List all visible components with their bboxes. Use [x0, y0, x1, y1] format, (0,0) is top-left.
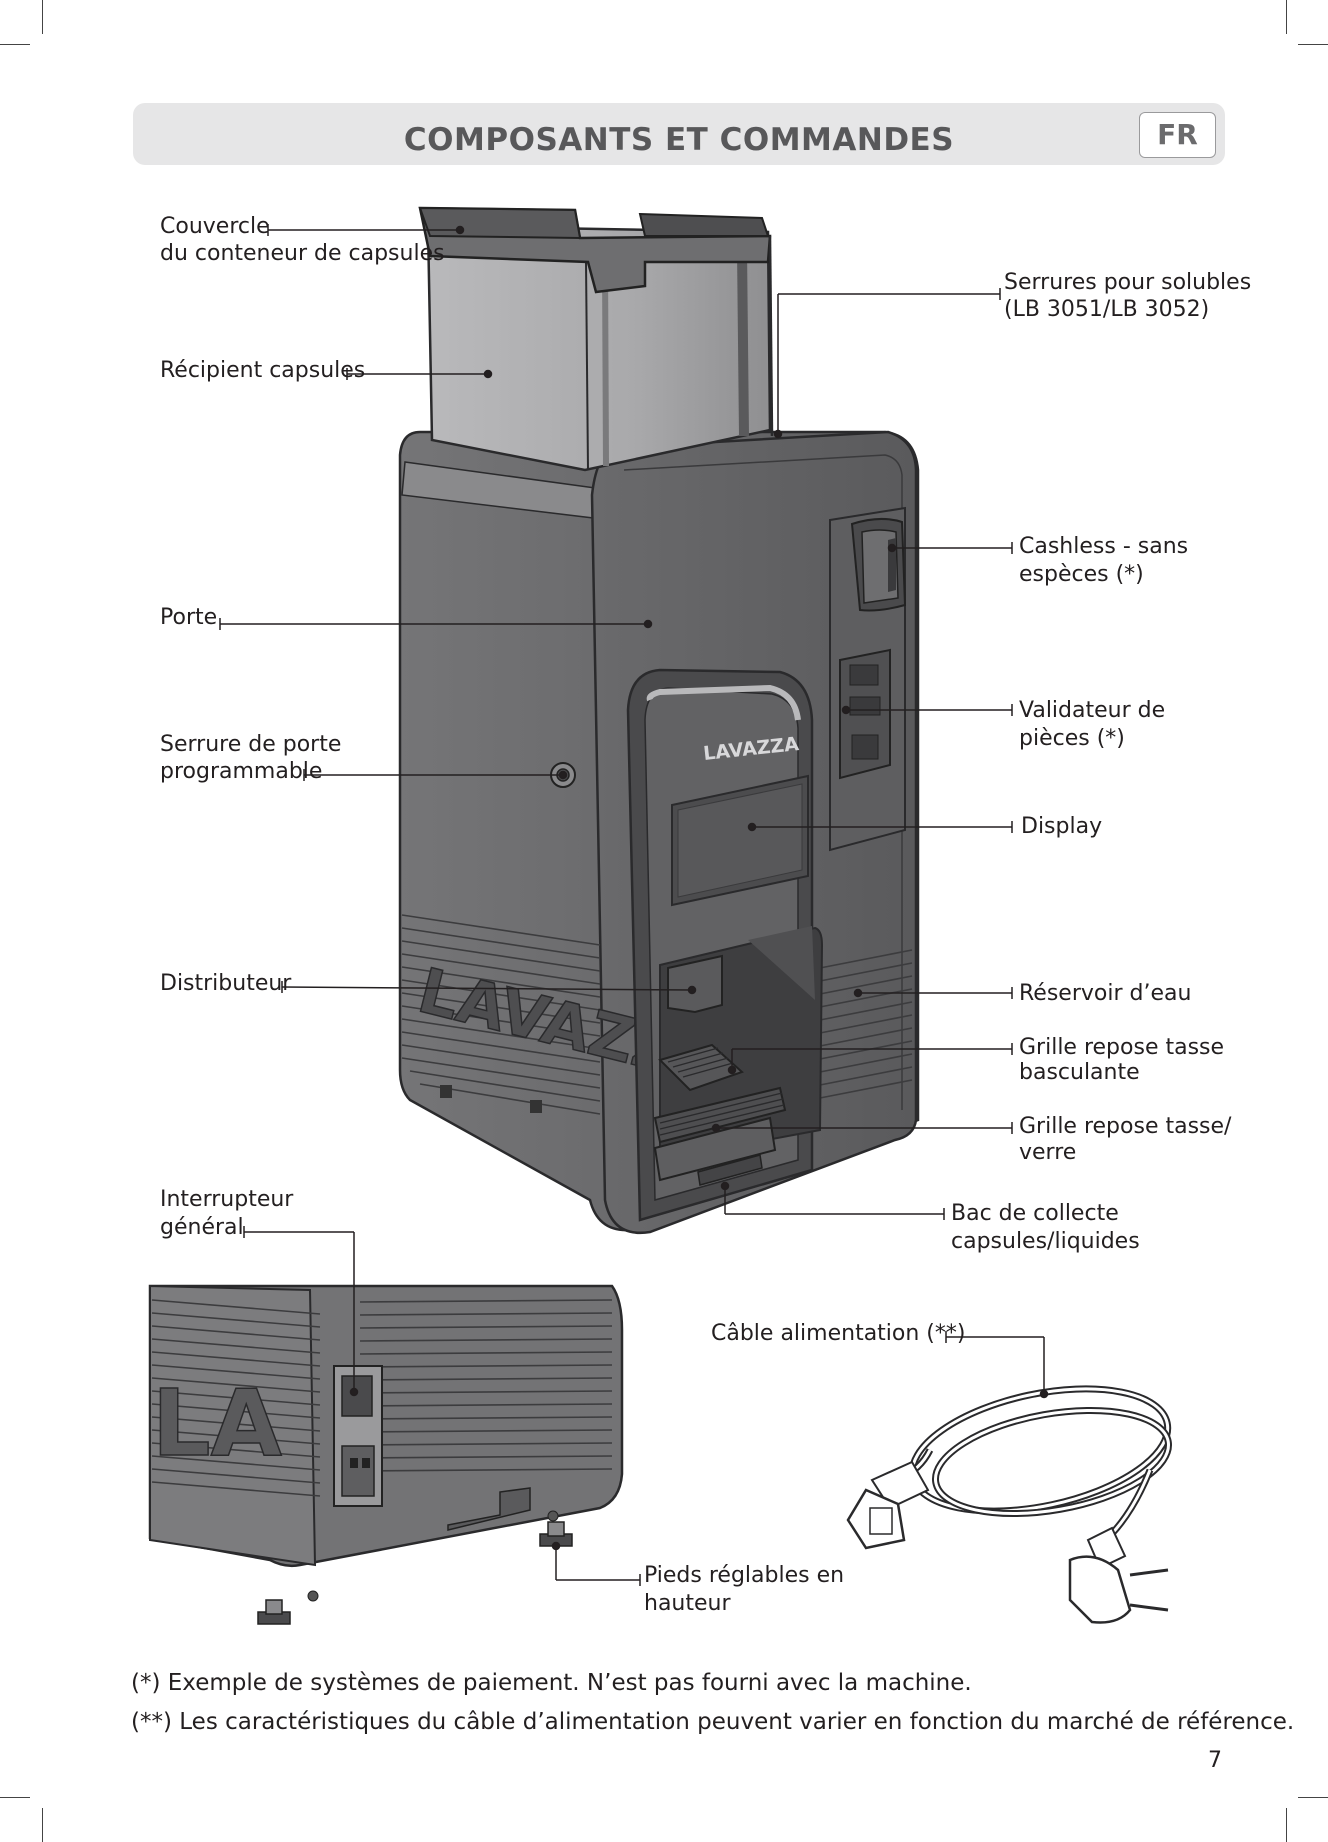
page-title: COMPOSANTS ET COMMANDES [403, 122, 955, 158]
label-distributeur: Distributeur [160, 971, 292, 996]
label-bac-line1: Bac de collecte [951, 1201, 1119, 1226]
crop-mark-bl-h [0, 1797, 30, 1798]
label-interrupteur-line1: Interrupteur [160, 1187, 294, 1212]
label-bac-line2: capsules/liquides [951, 1229, 1140, 1254]
crop-mark-tl-v [42, 0, 43, 34]
language-badge: FR [1139, 112, 1216, 158]
label-validateur-line2: pièces (*) [1019, 726, 1125, 751]
label-grille-verre-line2: verre [1019, 1140, 1077, 1165]
crop-mark-tl-h [0, 44, 30, 45]
label-serrures-line2: (LB 3051/LB 3052) [1004, 297, 1210, 322]
crop-mark-br-h [1298, 1797, 1328, 1798]
label-interrupteur-line2: général [160, 1215, 244, 1240]
label-reservoir: Réservoir d’eau [1019, 981, 1192, 1006]
label-serrure-porte-line1: Serrure de porte [160, 732, 342, 757]
coffee-machine: LAVAZZA LAVAZZA [398, 206, 920, 1235]
label-serrures-line1: Serrures pour solubles [1004, 270, 1252, 295]
label-display: Display [1021, 814, 1103, 839]
crop-mark-br-v [1286, 1808, 1287, 1842]
label-grille-basculante-line2: basculante [1019, 1060, 1140, 1085]
page-number: 7 [1208, 1748, 1222, 1773]
label-cashless-line1: Cashless - sans [1019, 534, 1189, 559]
label-pieds-line2: hauteur [644, 1591, 731, 1616]
label-grille-verre-line1: Grille repose tasse/ [1019, 1114, 1232, 1139]
label-recipient: Récipient capsules [160, 358, 366, 383]
label-cable: Câble alimentation (**) [711, 1321, 966, 1346]
leader-lines [219, 224, 1049, 1586]
power-cable-illustration [846, 1385, 1173, 1624]
label-serrure-porte-line2: programmable [160, 759, 323, 784]
label-grille-basculante-line1: Grille repose tasse [1019, 1035, 1225, 1060]
crop-mark-tr-h [1298, 44, 1328, 45]
rear-logo-fragment: LA [152, 1370, 282, 1477]
rear-detail-illustration: LA [148, 1284, 624, 1625]
label-couvercle-line2: du conteneur de capsules [160, 241, 445, 266]
label-cashless-line2: espèces (*) [1019, 562, 1144, 587]
crop-mark-bl-v [42, 1808, 43, 1842]
label-pieds-line1: Pieds réglables en [644, 1563, 845, 1588]
header-bar [133, 103, 1225, 165]
label-validateur-line1: Validateur de [1019, 698, 1166, 723]
footnote-cable: (**) Les caractéristiques du câble d’ali… [131, 1709, 1295, 1735]
crop-mark-tr-v [1286, 0, 1287, 34]
label-porte: Porte [160, 605, 218, 630]
footnote-payment: (*) Exemple de systèmes de paiement. N’e… [131, 1670, 972, 1696]
label-couvercle-line1: Couvercle [160, 214, 270, 239]
